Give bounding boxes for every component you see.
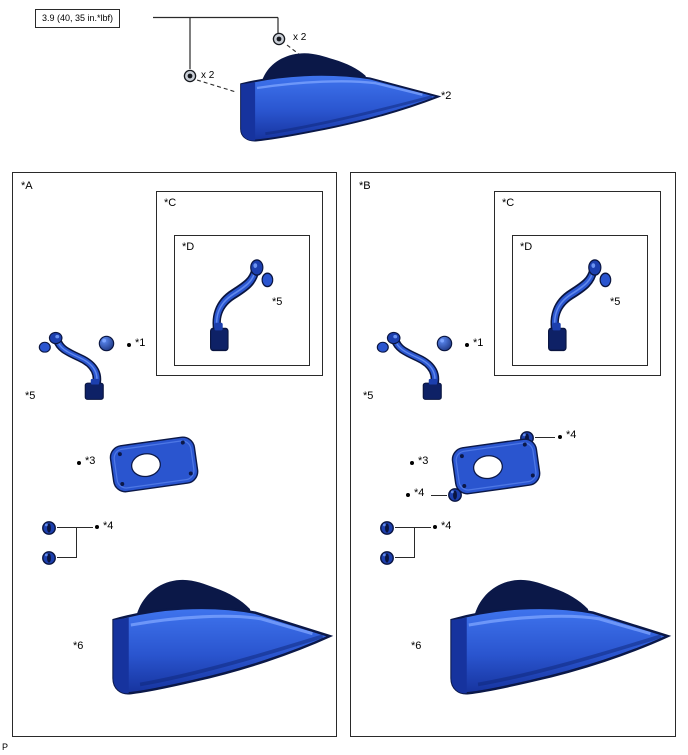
non-reusable-dot bbox=[410, 461, 414, 465]
detail-box-c: *C *D *5 bbox=[494, 191, 661, 376]
leader-line bbox=[535, 437, 555, 438]
leader-line bbox=[431, 495, 447, 496]
gasket-illustration bbox=[108, 434, 200, 494]
leader-line bbox=[76, 527, 93, 528]
bracket-line bbox=[76, 527, 77, 558]
detail-box-d: *D *5 bbox=[512, 235, 648, 366]
detail-box-c-label: *C bbox=[164, 197, 177, 209]
panel-a: *A *C *D *5 *1 *5 *3 *4 bbox=[12, 172, 337, 737]
harness-illustration bbox=[375, 331, 449, 405]
harness-illustration bbox=[37, 331, 111, 405]
clip-illustration bbox=[448, 488, 462, 502]
non-reusable-dot bbox=[558, 435, 562, 439]
part-label-5: *5 bbox=[272, 296, 283, 308]
torque-spec-label: 3.9 (40, 35 in.*lbf) bbox=[42, 13, 114, 23]
bolt-icon bbox=[183, 69, 197, 83]
part-label-1: *1 bbox=[473, 337, 484, 349]
part-label-3: *3 bbox=[418, 455, 429, 467]
tail-lamp-illustration bbox=[111, 577, 332, 696]
part-label-5: *5 bbox=[25, 390, 36, 402]
non-reusable-dot bbox=[406, 493, 410, 497]
clip-illustration bbox=[380, 521, 394, 535]
bolt-qty-label: x 2 bbox=[201, 70, 215, 81]
leader-line bbox=[414, 527, 431, 528]
non-reusable-dot bbox=[95, 525, 99, 529]
part-label-3: *3 bbox=[85, 455, 96, 467]
clip-illustration bbox=[42, 521, 56, 535]
non-reusable-dot bbox=[127, 343, 131, 347]
bracket-line bbox=[414, 527, 415, 558]
page-marker: P bbox=[2, 742, 9, 752]
part-label-4: *4 bbox=[441, 520, 452, 532]
harness-illustration bbox=[203, 258, 275, 358]
part-label-5: *5 bbox=[363, 390, 374, 402]
tail-lamp-illustration bbox=[239, 51, 440, 142]
non-reusable-dot bbox=[465, 343, 469, 347]
bracket-line bbox=[395, 557, 414, 558]
part-label-4: *4 bbox=[566, 429, 577, 441]
detail-box-d-label: *D bbox=[182, 241, 195, 253]
detail-box-c: *C *D *5 bbox=[156, 191, 323, 376]
part-label-4: *4 bbox=[414, 487, 425, 499]
bracket-line bbox=[395, 527, 414, 528]
harness-illustration bbox=[541, 258, 613, 358]
non-reusable-dot bbox=[433, 525, 437, 529]
part-label-1: *1 bbox=[135, 337, 146, 349]
bolt-icon bbox=[272, 32, 286, 46]
bolt-qty-label: x 2 bbox=[293, 32, 307, 43]
part-label-6: *6 bbox=[73, 640, 84, 652]
panel-a-label: *A bbox=[21, 180, 33, 192]
bracket-line bbox=[57, 557, 76, 558]
part-label-4: *4 bbox=[103, 520, 114, 532]
panel-b: *B *C *D *5 *1 *5 *4 *3 *4 bbox=[350, 172, 676, 737]
part-label-5: *5 bbox=[610, 296, 621, 308]
non-reusable-dot bbox=[77, 461, 81, 465]
part-label-6: *6 bbox=[411, 640, 422, 652]
part-label-2: *2 bbox=[441, 90, 452, 102]
tail-lamp-illustration bbox=[449, 577, 670, 696]
detail-box-d-label: *D bbox=[520, 241, 533, 253]
bracket-line bbox=[57, 527, 76, 528]
detail-box-d: *D *5 bbox=[174, 235, 310, 366]
torque-spec-box: 3.9 (40, 35 in.*lbf) bbox=[35, 9, 121, 28]
panel-b-label: *B bbox=[359, 180, 371, 192]
detail-box-c-label: *C bbox=[502, 197, 515, 209]
clip-illustration bbox=[42, 551, 56, 565]
clip-illustration bbox=[380, 551, 394, 565]
